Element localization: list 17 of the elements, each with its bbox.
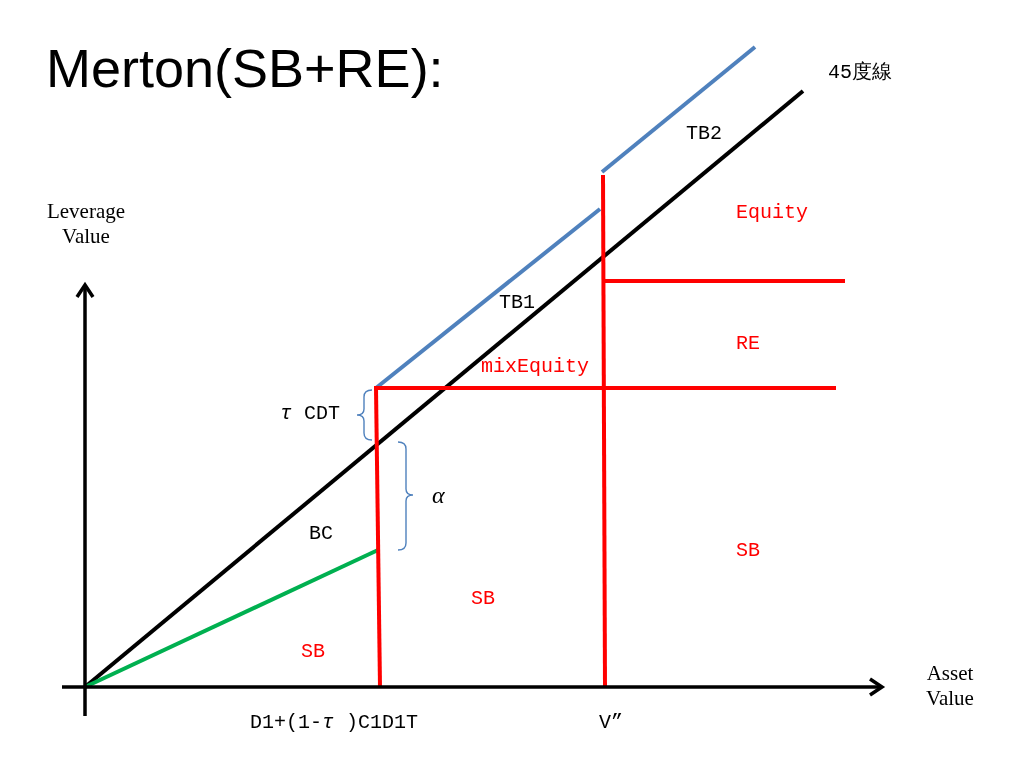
region-label: SB xyxy=(471,587,495,611)
line-label: BC xyxy=(309,522,333,546)
region-label: RE xyxy=(736,332,760,356)
brace-label: α xyxy=(432,481,445,510)
tick-label: D1+(1-τ )C1D1T xyxy=(250,711,419,735)
region-label: SB xyxy=(736,539,760,563)
slide-title: Merton(SB+RE): xyxy=(46,37,444,100)
region-label: SB xyxy=(301,640,325,664)
line-label: TB2 xyxy=(686,122,722,146)
region-label: Equity xyxy=(736,201,808,225)
brace-label: τ CDT xyxy=(280,402,341,426)
axis-label: Leverage Value xyxy=(45,199,127,250)
line-label: TB1 xyxy=(499,291,535,315)
region-label: mixEquity xyxy=(481,355,590,379)
axis-label: Asset Value xyxy=(925,661,975,712)
line-label: 45度線 xyxy=(828,61,892,85)
tick-label: V” xyxy=(599,711,623,735)
